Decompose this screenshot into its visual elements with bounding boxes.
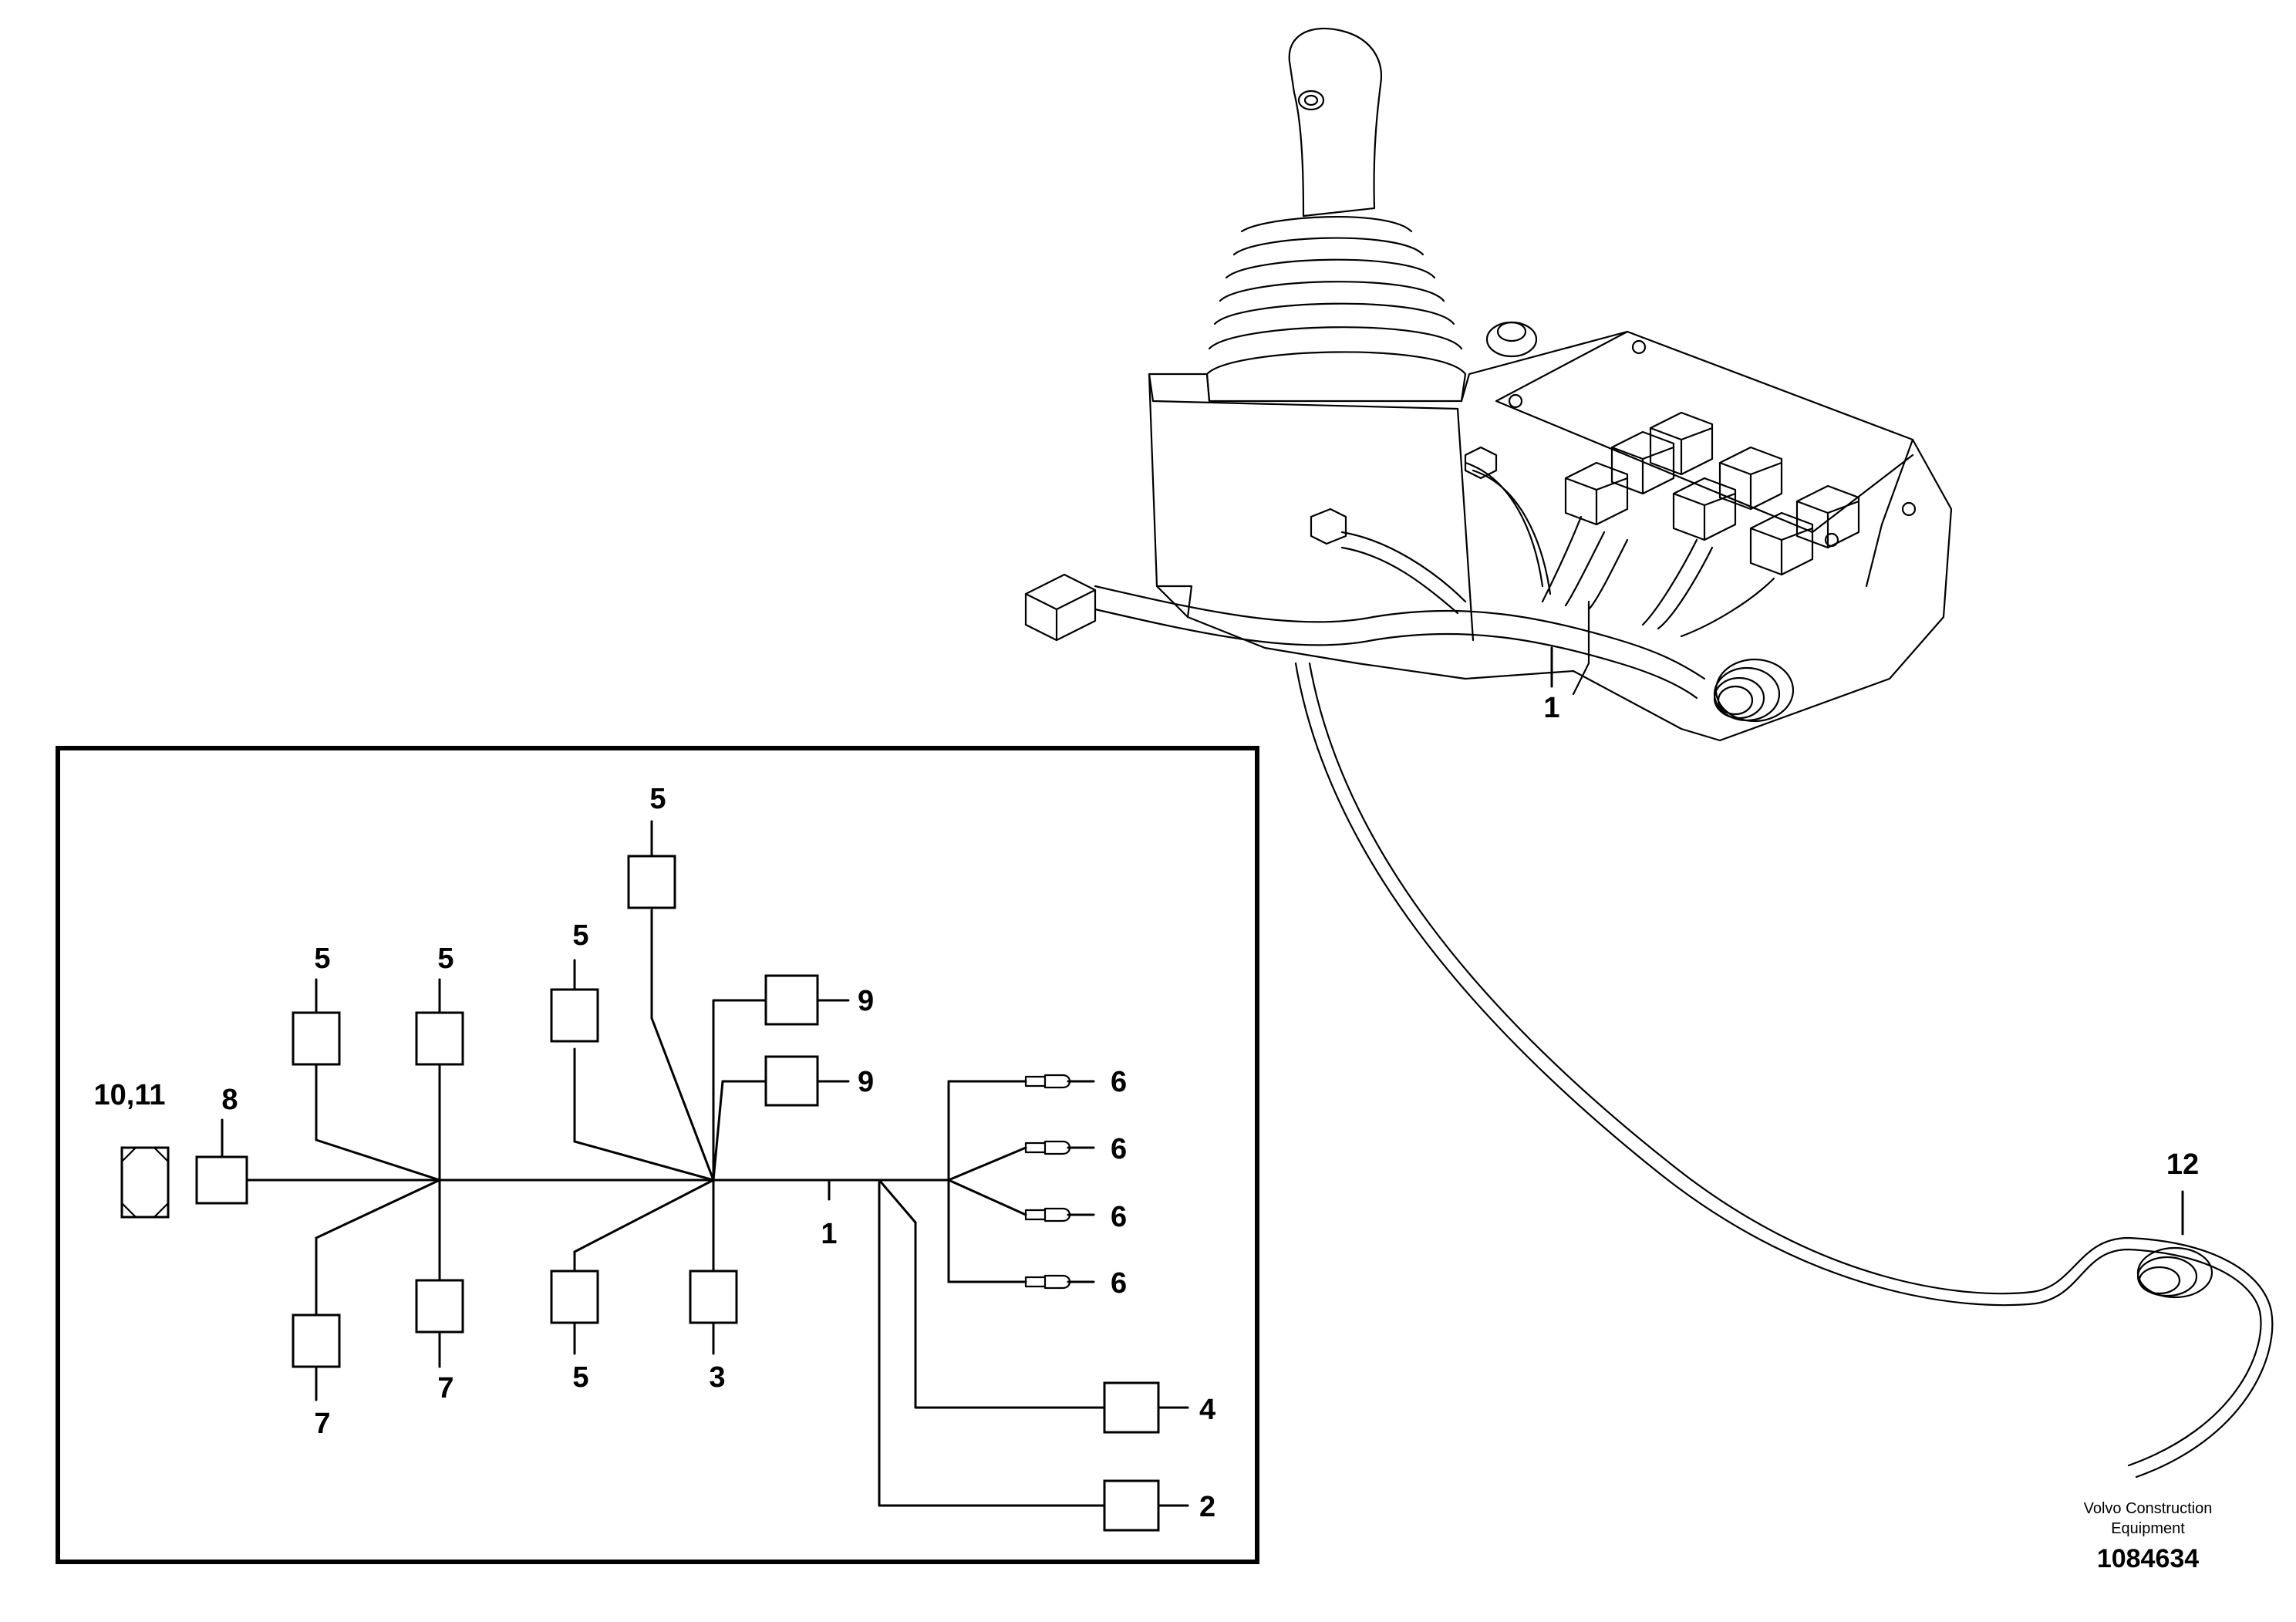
connector-9a bbox=[764, 974, 819, 1026]
connector-3 bbox=[689, 1270, 738, 1324]
connector-7b bbox=[415, 1279, 464, 1334]
label-7b: 7 bbox=[437, 1372, 453, 1404]
schematic-inset: 10,11 8 5 5 7 7 5 5 bbox=[56, 746, 1259, 1564]
label-5e: 5 bbox=[572, 1361, 588, 1394]
brand-line-1: Volvo Construction bbox=[2084, 1500, 2213, 1517]
label-6c: 6 bbox=[1111, 1201, 1127, 1233]
ring-terminal-6a bbox=[1024, 1074, 1071, 1089]
connector-9b bbox=[764, 1055, 819, 1107]
label-9a: 9 bbox=[858, 985, 874, 1017]
connector-4 bbox=[1103, 1381, 1160, 1434]
connector-8 bbox=[195, 1155, 248, 1205]
connector-5a bbox=[292, 1011, 341, 1066]
label-8: 8 bbox=[221, 1084, 238, 1116]
ring-terminal-6d bbox=[1024, 1274, 1071, 1290]
callout-grommet: 12 bbox=[2166, 1148, 2199, 1181]
brand-block: Volvo Construction Equipment 1084634 bbox=[2084, 1500, 2213, 1573]
connector-10-11 bbox=[120, 1146, 170, 1219]
connector-2 bbox=[1103, 1479, 1160, 1532]
label-4: 4 bbox=[1199, 1394, 1215, 1426]
label-9b: 9 bbox=[858, 1066, 874, 1098]
inset-frame bbox=[56, 746, 1259, 1564]
cable-grommet-12 bbox=[2136, 1246, 2213, 1299]
brand-line-2: Equipment bbox=[2111, 1520, 2185, 1537]
connector-7a bbox=[292, 1313, 341, 1368]
connector-5d bbox=[627, 855, 676, 909]
label-2: 2 bbox=[1199, 1491, 1215, 1523]
doc-number: 1084634 bbox=[2097, 1544, 2199, 1573]
label-5c: 5 bbox=[572, 919, 588, 952]
connector-5c bbox=[550, 988, 599, 1043]
label-1: 1 bbox=[821, 1218, 837, 1250]
connector-5b bbox=[415, 1011, 464, 1066]
label-5d: 5 bbox=[649, 783, 666, 815]
ring-terminal-6c bbox=[1024, 1207, 1071, 1222]
label-5a: 5 bbox=[314, 943, 330, 975]
joystick-console-illustration: 1 12 bbox=[1024, 27, 2274, 1479]
label-5b: 5 bbox=[437, 943, 453, 975]
label-7a: 7 bbox=[314, 1408, 330, 1440]
relay-blocks bbox=[1564, 411, 1860, 576]
label-6b: 6 bbox=[1111, 1133, 1127, 1165]
label-6d: 6 bbox=[1111, 1267, 1127, 1300]
connector-5e bbox=[550, 1270, 599, 1324]
ring-terminal-6b bbox=[1024, 1140, 1071, 1155]
console-grommet bbox=[1713, 658, 1795, 723]
label-3: 3 bbox=[709, 1361, 725, 1394]
label-6a: 6 bbox=[1111, 1066, 1127, 1098]
label-10-11: 10,11 bbox=[94, 1079, 166, 1111]
callout-harness: 1 bbox=[1543, 692, 1559, 724]
harness-wires-3d bbox=[1094, 461, 1775, 700]
